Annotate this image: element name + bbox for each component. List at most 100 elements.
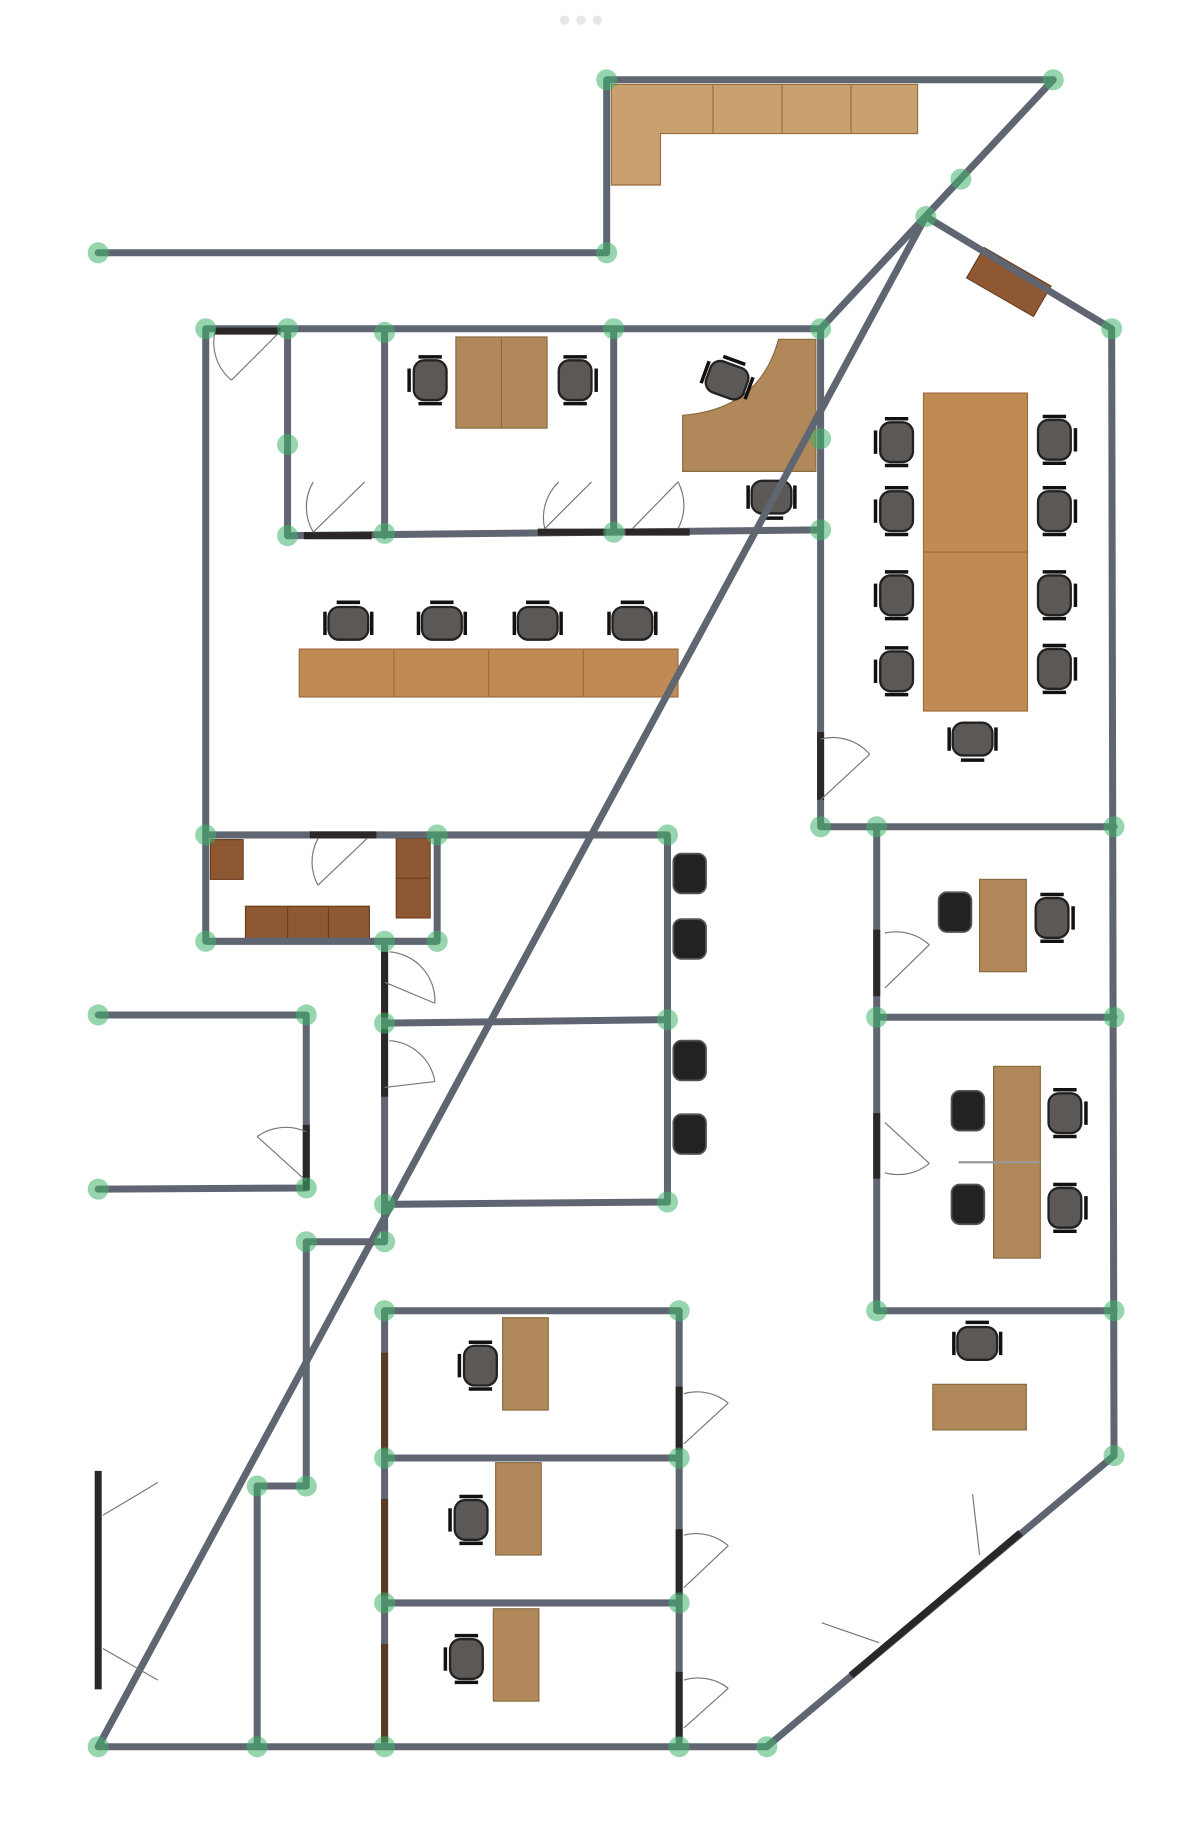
desk[interactable]	[502, 1317, 549, 1411]
wall-node[interactable]	[596, 69, 618, 91]
corner-desk[interactable]	[682, 338, 817, 472]
office-chair[interactable]	[873, 570, 915, 621]
wall-node[interactable]	[195, 318, 217, 340]
wall-node[interactable]	[295, 1004, 317, 1026]
wall-node[interactable]	[374, 1592, 396, 1614]
wall-node[interactable]	[656, 1009, 678, 1031]
wall-node[interactable]	[1042, 69, 1064, 91]
door[interactable]	[381, 951, 436, 1018]
office-chair[interactable]	[457, 1340, 498, 1391]
door[interactable]	[94, 1470, 159, 1690]
wall-node[interactable]	[1103, 1300, 1125, 1322]
door[interactable]	[381, 1028, 436, 1097]
wall-node[interactable]	[87, 242, 109, 264]
wall-node[interactable]	[426, 824, 448, 846]
office-chair[interactable]	[323, 600, 374, 641]
wall-node[interactable]	[950, 168, 972, 190]
door[interactable]	[309, 831, 377, 886]
wall-node[interactable]	[810, 318, 832, 340]
office-chair[interactable]	[1047, 1182, 1088, 1233]
door[interactable]	[821, 1494, 1023, 1679]
wall-node[interactable]	[1103, 1006, 1125, 1028]
wall-node[interactable]	[668, 1447, 690, 1469]
office-chair[interactable]	[607, 600, 658, 641]
wall-node[interactable]	[915, 206, 937, 228]
door[interactable]	[675, 1529, 729, 1595]
desk[interactable]	[932, 1383, 1027, 1431]
wall-node[interactable]	[603, 521, 625, 543]
wall-node[interactable]	[1103, 816, 1125, 838]
office-chair[interactable]	[557, 355, 598, 406]
wall-node[interactable]	[596, 242, 618, 264]
office-chair[interactable]	[407, 355, 448, 406]
lounge-chair[interactable]	[937, 891, 973, 933]
office-chair[interactable]	[1036, 643, 1078, 695]
lounge-chair[interactable]	[672, 852, 707, 895]
office-chair[interactable]	[443, 1633, 484, 1685]
office-chair[interactable]	[952, 1320, 1003, 1361]
lounge-chair[interactable]	[950, 1090, 986, 1132]
office-chair[interactable]	[1034, 892, 1075, 944]
wall-node[interactable]	[295, 1177, 317, 1199]
wall-node[interactable]	[374, 1193, 396, 1215]
lounge-chair[interactable]	[672, 1039, 707, 1082]
wall-node[interactable]	[866, 1006, 888, 1028]
wall-node[interactable]	[668, 1736, 690, 1758]
office-chair[interactable]	[873, 417, 915, 468]
wall-node[interactable]	[374, 522, 396, 544]
door[interactable]	[873, 1113, 930, 1179]
wall-node[interactable]	[295, 1231, 317, 1253]
wall[interactable]	[202, 831, 671, 1751]
wall-node[interactable]	[866, 816, 888, 838]
door[interactable]	[675, 1671, 729, 1738]
wall-node[interactable]	[374, 1231, 396, 1253]
office-chair[interactable]	[1047, 1088, 1088, 1139]
wall-node[interactable]	[195, 824, 217, 846]
wall-node[interactable]	[195, 930, 217, 952]
office-chair[interactable]	[1036, 570, 1078, 621]
office-chair[interactable]	[873, 646, 915, 697]
wall-node[interactable]	[277, 318, 299, 340]
wall-node[interactable]	[374, 1736, 396, 1758]
wall-node[interactable]	[374, 321, 396, 343]
wall-node[interactable]	[603, 318, 625, 340]
cabinet[interactable]	[244, 905, 370, 940]
door[interactable]	[303, 481, 372, 540]
door[interactable]	[537, 481, 606, 536]
office-chair[interactable]	[448, 1494, 489, 1546]
office-chair[interactable]	[1036, 414, 1078, 465]
door[interactable]	[817, 732, 871, 801]
lounge-chair[interactable]	[950, 1183, 986, 1226]
cabinet[interactable]	[209, 839, 244, 880]
wall-node[interactable]	[246, 1475, 268, 1497]
reception-desk[interactable]	[610, 83, 919, 186]
wall-node[interactable]	[374, 1012, 396, 1034]
wall-node[interactable]	[810, 428, 832, 450]
office-chair[interactable]	[947, 721, 998, 762]
wall-node[interactable]	[246, 1736, 268, 1758]
wall[interactable]	[202, 325, 1118, 839]
office-chair[interactable]	[416, 600, 467, 641]
wall-node[interactable]	[374, 930, 396, 952]
wall-node[interactable]	[374, 1300, 396, 1322]
wall-node[interactable]	[668, 1592, 690, 1614]
door[interactable]	[873, 929, 930, 997]
office-chair[interactable]	[699, 352, 757, 403]
wall-node[interactable]	[656, 1191, 678, 1213]
door[interactable]	[213, 327, 281, 381]
cabinet[interactable]	[965, 246, 1052, 318]
wall-node[interactable]	[668, 1300, 690, 1322]
door[interactable]	[625, 481, 690, 536]
wall-node[interactable]	[810, 816, 832, 838]
office-chair[interactable]	[873, 486, 915, 537]
wall-node[interactable]	[277, 433, 299, 456]
desk[interactable]	[978, 878, 1027, 973]
wall-node[interactable]	[87, 1004, 109, 1026]
desk[interactable]	[495, 1462, 542, 1556]
office-chair[interactable]	[1036, 486, 1078, 537]
page-indicator[interactable]	[559, 15, 603, 25]
wall-node[interactable]	[810, 519, 832, 541]
office-chair[interactable]	[512, 600, 563, 641]
wall-node[interactable]	[87, 1736, 109, 1758]
